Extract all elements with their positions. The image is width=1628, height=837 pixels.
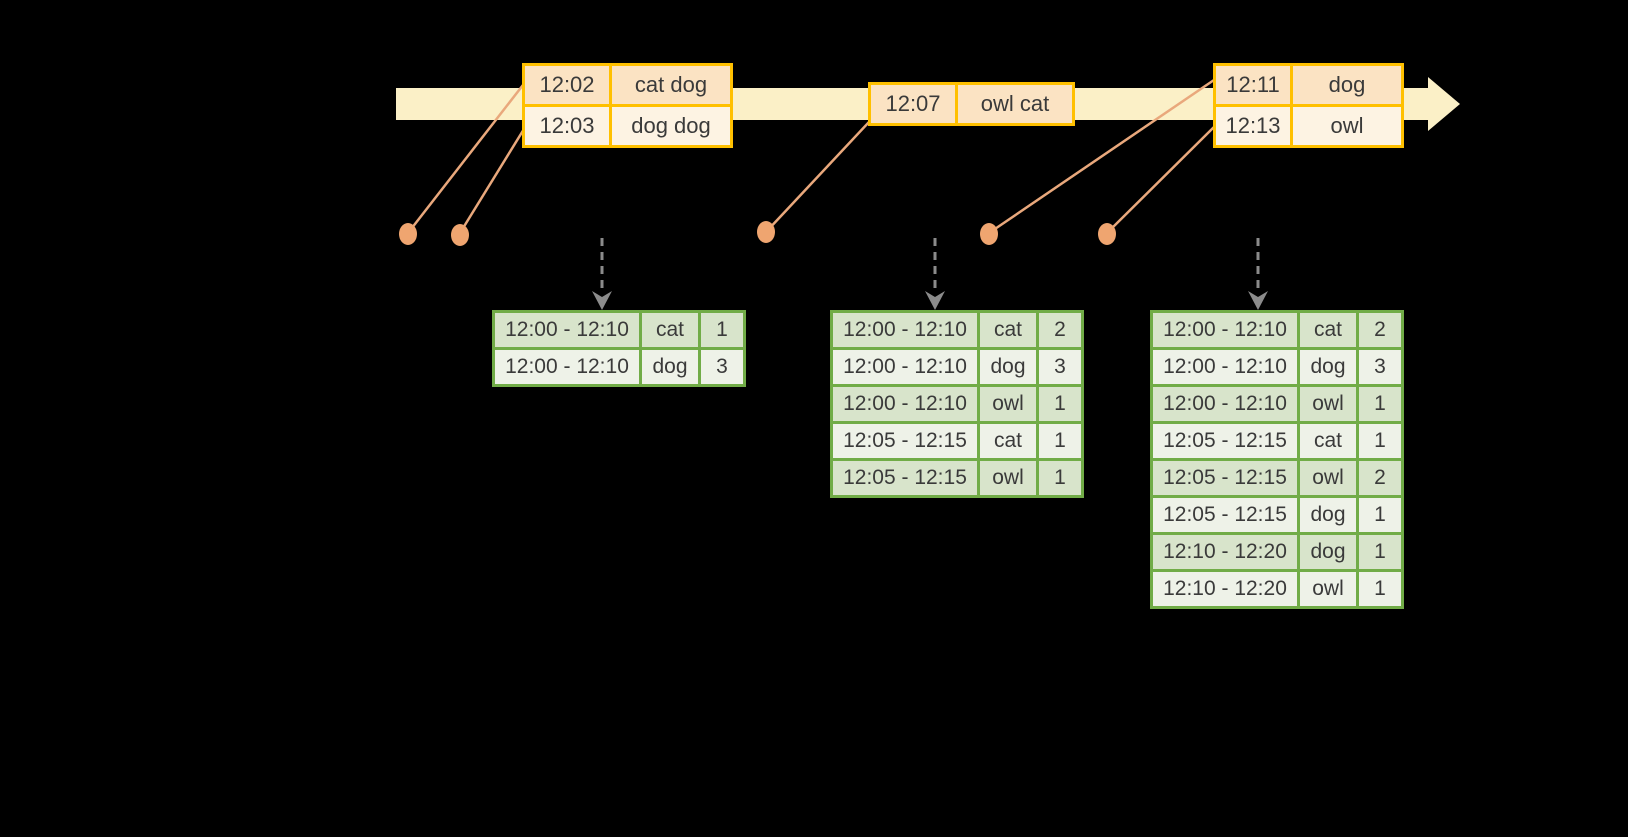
trigger-arrowhead-icon — [925, 291, 945, 310]
count-cell: 1 — [1356, 495, 1404, 535]
word-cell: cat — [977, 310, 1039, 350]
event-words: owl — [1290, 104, 1404, 148]
connector-line — [407, 84, 524, 234]
event-table-1: 12:02 cat dog 12:03 dog dog — [522, 63, 733, 148]
connector-lines — [407, 78, 1215, 235]
event-time: 12:11 — [1213, 63, 1293, 107]
event-words: cat dog — [609, 63, 733, 107]
event-time: 12:03 — [522, 104, 612, 148]
count-cell: 1 — [1356, 569, 1404, 609]
trigger-arrowhead-icon — [1248, 291, 1268, 310]
result-row: 12:00 - 12:10 cat 1 — [492, 310, 746, 350]
connector-line — [988, 78, 1215, 235]
window-range-cell: 12:00 - 12:10 — [830, 310, 980, 350]
word-cell: owl — [1297, 569, 1359, 609]
event-dot-icon — [980, 223, 998, 245]
event-table-3: 12:11 dog 12:13 owl — [1213, 63, 1404, 148]
window-range-cell: 12:05 - 12:15 — [830, 421, 980, 461]
result-row: 12:05 - 12:15 owl 1 — [830, 458, 1084, 498]
event-words: owl cat — [955, 82, 1075, 126]
result-row: 12:00 - 12:10 cat 2 — [1150, 310, 1404, 350]
count-cell: 3 — [1036, 347, 1084, 387]
window-range-cell: 12:05 - 12:15 — [1150, 458, 1300, 498]
event-time: 12:02 — [522, 63, 612, 107]
result-row: 12:00 - 12:10 dog 3 — [1150, 347, 1404, 387]
word-cell: cat — [977, 421, 1039, 461]
event-dot-icon — [451, 224, 469, 246]
window-range-cell: 12:05 - 12:15 — [1150, 421, 1300, 461]
count-cell: 1 — [1356, 384, 1404, 424]
trigger-arrowhead-icon — [592, 291, 612, 310]
event-time: 12:13 — [1213, 104, 1293, 148]
connector-line — [458, 128, 526, 234]
word-cell: owl — [1297, 384, 1359, 424]
window-range-cell: 12:10 - 12:20 — [1150, 532, 1300, 572]
connector-line — [1106, 126, 1215, 234]
result-row: 12:05 - 12:15 dog 1 — [1150, 495, 1404, 535]
connector-line — [765, 121, 870, 233]
event-row: 12:07 owl cat — [868, 82, 1075, 126]
window-range-cell: 12:00 - 12:10 — [830, 384, 980, 424]
event-row: 12:13 owl — [1213, 104, 1404, 148]
count-cell: 2 — [1036, 310, 1084, 350]
count-cell: 3 — [698, 347, 746, 387]
result-row: 12:05 - 12:15 cat 1 — [1150, 421, 1404, 461]
result-table-2: 12:00 - 12:10 cat 2 12:00 - 12:10 dog 3 … — [830, 310, 1084, 498]
word-cell: dog — [1297, 495, 1359, 535]
window-range-cell: 12:10 - 12:20 — [1150, 569, 1300, 609]
window-range-cell: 12:00 - 12:10 — [1150, 347, 1300, 387]
count-cell: 2 — [1356, 310, 1404, 350]
window-range-cell: 12:00 - 12:10 — [1150, 384, 1300, 424]
count-cell: 1 — [698, 310, 746, 350]
word-cell: owl — [977, 384, 1039, 424]
result-row: 12:10 - 12:20 dog 1 — [1150, 532, 1404, 572]
count-cell: 3 — [1356, 347, 1404, 387]
result-row: 12:10 - 12:20 owl 1 — [1150, 569, 1404, 609]
count-cell: 2 — [1356, 458, 1404, 498]
window-range-cell: 12:00 - 12:10 — [492, 310, 642, 350]
window-range-cell: 12:00 - 12:10 — [492, 347, 642, 387]
event-words: dog — [1290, 63, 1404, 107]
event-dot-icon — [399, 223, 417, 245]
word-cell: cat — [1297, 310, 1359, 350]
event-table-2: 12:07 owl cat — [868, 82, 1075, 126]
trigger-arrows — [592, 238, 1268, 310]
window-range-cell: 12:05 - 12:15 — [1150, 495, 1300, 535]
event-row: 12:11 dog — [1213, 63, 1404, 107]
event-row: 12:02 cat dog — [522, 63, 733, 107]
count-cell: 1 — [1356, 532, 1404, 572]
event-row: 12:03 dog dog — [522, 104, 733, 148]
event-dot-icon — [1098, 223, 1116, 245]
result-table-1: 12:00 - 12:10 cat 1 12:00 - 12:10 dog 3 — [492, 310, 746, 387]
word-cell: dog — [1297, 347, 1359, 387]
result-row: 12:05 - 12:15 owl 2 — [1150, 458, 1404, 498]
count-cell: 1 — [1036, 384, 1084, 424]
word-cell: owl — [1297, 458, 1359, 498]
event-words: dog dog — [609, 104, 733, 148]
result-row: 12:00 - 12:10 owl 1 — [1150, 384, 1404, 424]
result-row: 12:00 - 12:10 cat 2 — [830, 310, 1084, 350]
window-range-cell: 12:05 - 12:15 — [830, 458, 980, 498]
result-table-3: 12:00 - 12:10 cat 2 12:00 - 12:10 dog 3 … — [1150, 310, 1404, 609]
count-cell: 1 — [1036, 458, 1084, 498]
window-range-cell: 12:00 - 12:10 — [1150, 310, 1300, 350]
result-row: 12:00 - 12:10 owl 1 — [830, 384, 1084, 424]
word-cell: cat — [639, 310, 701, 350]
window-range-cell: 12:00 - 12:10 — [830, 347, 980, 387]
event-dots — [399, 221, 1116, 246]
word-cell: dog — [1297, 532, 1359, 572]
result-row: 12:00 - 12:10 dog 3 — [492, 347, 746, 387]
count-cell: 1 — [1356, 421, 1404, 461]
count-cell: 1 — [1036, 421, 1084, 461]
word-cell: dog — [977, 347, 1039, 387]
word-cell: dog — [639, 347, 701, 387]
word-cell: owl — [977, 458, 1039, 498]
result-row: 12:00 - 12:10 dog 3 — [830, 347, 1084, 387]
event-time: 12:07 — [868, 82, 958, 126]
timeline-arrow-icon — [1428, 77, 1460, 131]
word-cell: cat — [1297, 421, 1359, 461]
event-dot-icon — [757, 221, 775, 243]
result-row: 12:05 - 12:15 cat 1 — [830, 421, 1084, 461]
